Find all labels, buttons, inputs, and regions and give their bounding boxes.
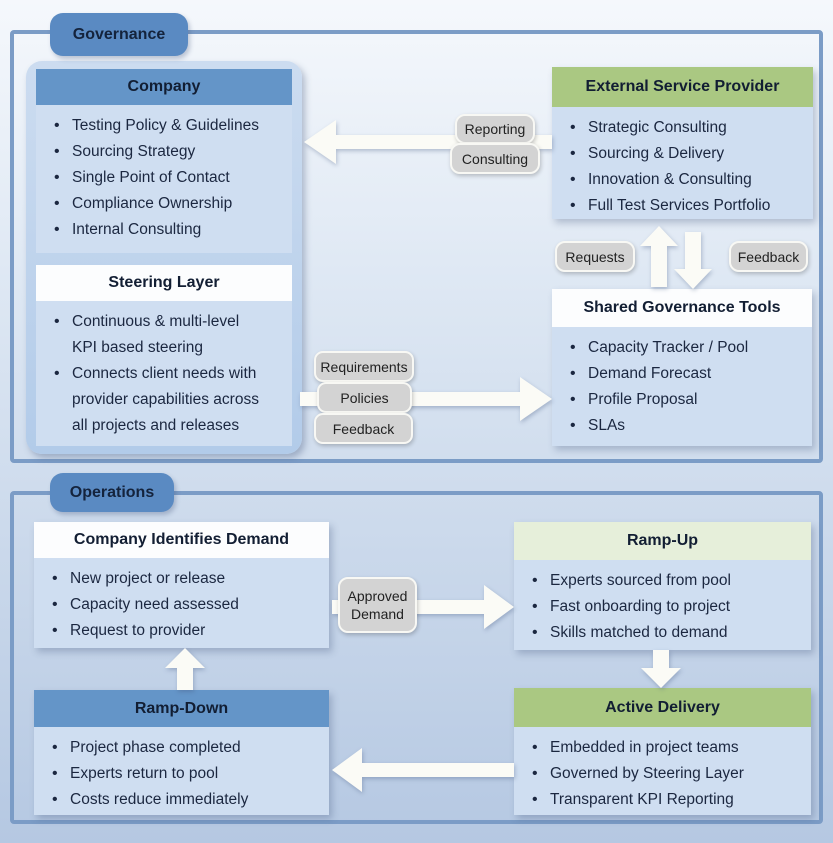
company-bullet-list: Testing Policy & GuidelinesSourcing Stra… (36, 105, 292, 253)
arrow-rampup-to-delivery (641, 650, 681, 688)
arrow-head-down-icon (641, 668, 681, 688)
operations-panel: Company Identifies Demand New project or… (10, 491, 823, 824)
steering-layer-header: Steering Layer (36, 265, 292, 301)
active-delivery-header: Active Delivery (514, 688, 811, 727)
bullet-item: Demand Forecast (564, 361, 804, 387)
arrow-head-left-icon (304, 120, 336, 164)
bullet-item: Experts sourced from pool (526, 568, 803, 594)
ramp-down-header: Ramp-Down (34, 690, 329, 727)
company-header: Company (36, 69, 292, 105)
policies-label: Policies (317, 382, 412, 413)
company-group: Company Testing Policy & GuidelinesSourc… (26, 61, 302, 454)
bullet-item: Compliance Ownership (48, 191, 284, 217)
arrow-head-down-icon (674, 269, 712, 289)
bullet-item: New project or release (46, 566, 321, 592)
bullet-item: Connects client needs with provider capa… (48, 361, 262, 439)
arrow-rampdown-to-demand (165, 648, 205, 690)
bullet-item: Costs reduce immediately (46, 787, 321, 813)
delivery-bullet-list: Embedded in project teamsGoverned by Ste… (514, 727, 811, 815)
bullet-item: Continuous & multi-level KPI based steer… (48, 309, 262, 361)
bullet-item: Skills matched to demand (526, 620, 803, 646)
ramp-up-bullet-list: Experts sourced from poolFast onboarding… (514, 560, 811, 650)
bullet-item: Embedded in project teams (526, 735, 803, 761)
ramp-up-header: Ramp-Up (514, 522, 811, 560)
arrow-requests-up (640, 226, 678, 287)
ramp-up-box: Ramp-Up Experts sourced from poolFast on… (514, 522, 811, 650)
feedback-label-right: Feedback (729, 241, 808, 272)
arrow-head-left-icon (332, 748, 362, 792)
bullet-item: Internal Consulting (48, 217, 284, 243)
reporting-label: Reporting (455, 114, 535, 144)
bullet-item: Testing Policy & Guidelines (48, 113, 284, 139)
company-identifies-demand-box: Company Identifies Demand New project or… (34, 522, 329, 648)
feedback-label-flow: Feedback (314, 413, 413, 444)
bullet-item: Strategic Consulting (564, 115, 805, 141)
bullet-item: Single Point of Contact (48, 165, 284, 191)
arrow-head-up-icon (640, 226, 678, 246)
bullet-item: Sourcing & Delivery (564, 141, 805, 167)
arrow-head-up-icon (165, 648, 205, 668)
arrow-delivery-to-rampdown (332, 748, 514, 792)
ramp-down-box: Ramp-Down Project phase completedExperts… (34, 690, 329, 815)
arrow-head-right-icon (520, 377, 552, 421)
requests-label: Requests (555, 241, 635, 272)
bullet-item: Project phase completed (46, 735, 321, 761)
steering-layer-bullet-list: Continuous & multi-level KPI based steer… (36, 301, 292, 446)
company-identifies-demand-header: Company Identifies Demand (34, 522, 329, 558)
bullet-item: SLAs (564, 413, 804, 439)
bullet-item: Capacity Tracker / Pool (564, 335, 804, 361)
tools-bullet-list: Capacity Tracker / PoolDemand ForecastPr… (552, 327, 812, 446)
shared-governance-tools-header: Shared Governance Tools (552, 289, 812, 327)
bullet-item: Transparent KPI Reporting (526, 787, 803, 813)
governance-tag: Governance (50, 13, 188, 56)
requirements-label: Requirements (314, 351, 414, 382)
bullet-item: Capacity need assessed (46, 592, 321, 618)
bullet-item: Governed by Steering Layer (526, 761, 803, 787)
arrow-feedback-down (674, 232, 712, 289)
ramp-down-bullet-list: Project phase completedExperts return to… (34, 727, 329, 815)
governance-panel: Company Testing Policy & GuidelinesSourc… (10, 30, 823, 463)
bullet-item: Fast onboarding to project (526, 594, 803, 620)
demand-bullet-list: New project or releaseCapacity need asse… (34, 558, 329, 648)
provider-bullet-list: Strategic ConsultingSourcing & DeliveryI… (552, 107, 813, 219)
shared-governance-tools-box: Shared Governance Tools Capacity Tracker… (552, 289, 812, 446)
operations-tag: Operations (50, 473, 174, 512)
external-service-provider-box: External Service Provider Strategic Cons… (552, 67, 813, 219)
bullet-item: Experts return to pool (46, 761, 321, 787)
bullet-item: Full Test Services Portfolio (564, 193, 805, 219)
bullet-item: Innovation & Consulting (564, 167, 805, 193)
consulting-label: Consulting (450, 143, 540, 174)
external-service-provider-header: External Service Provider (552, 67, 813, 107)
arrow-head-right-icon (484, 585, 514, 629)
bullet-item: Request to provider (46, 618, 321, 644)
bullet-item: Sourcing Strategy (48, 139, 284, 165)
active-delivery-box: Active Delivery Embedded in project team… (514, 688, 811, 815)
approved-demand-label: Approved Demand (338, 577, 417, 633)
bullet-item: Profile Proposal (564, 387, 804, 413)
